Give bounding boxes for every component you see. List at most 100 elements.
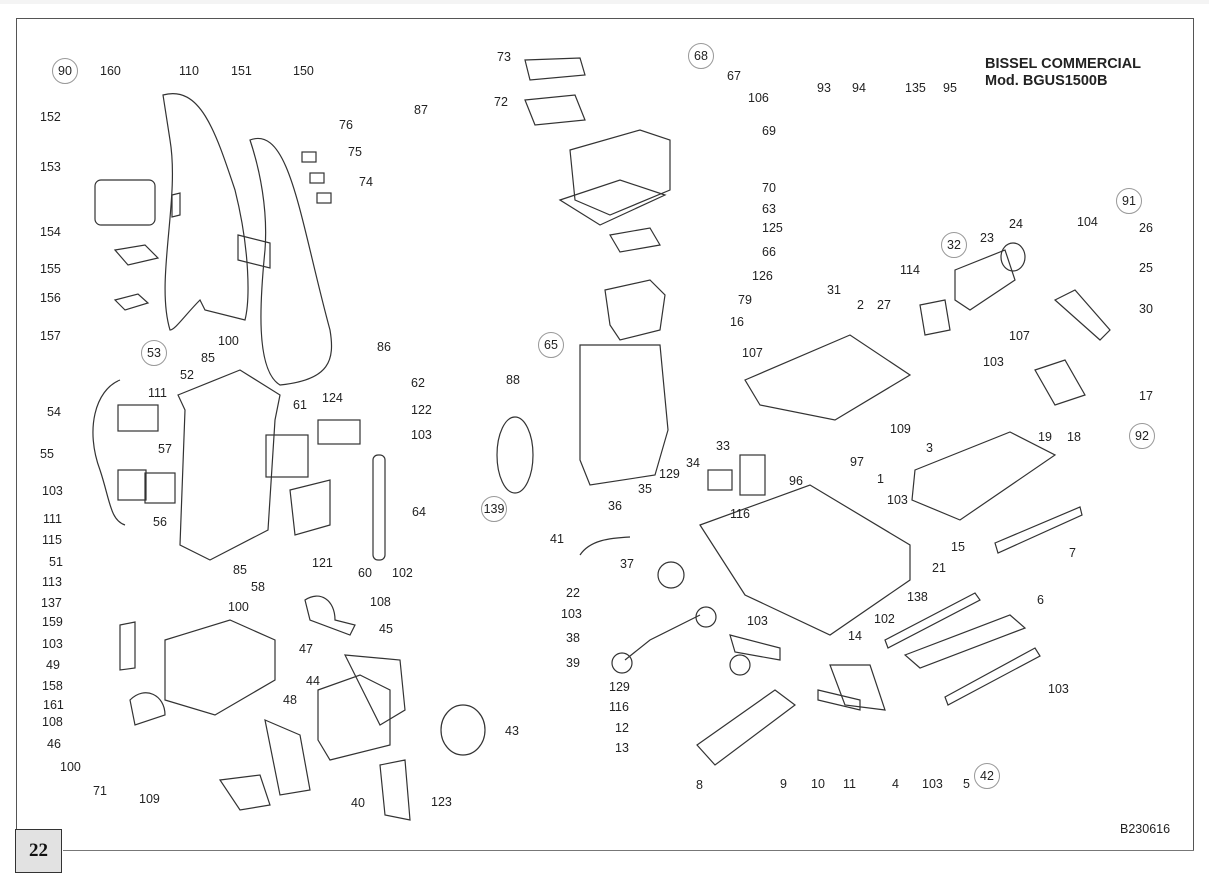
part-label: 115 bbox=[42, 533, 62, 547]
circuit-board-151 bbox=[237, 234, 271, 269]
hose-41 bbox=[579, 536, 631, 556]
part-label: 61 bbox=[293, 398, 307, 412]
part-label: 103 bbox=[1048, 682, 1069, 696]
part-label: 102 bbox=[874, 612, 895, 626]
frame-5 bbox=[903, 614, 1027, 669]
motor-44 bbox=[317, 674, 391, 761]
part-label: 87 bbox=[414, 103, 428, 117]
part-label: 114 bbox=[900, 263, 920, 277]
part-label: 24 bbox=[1009, 217, 1023, 231]
part-label: 11 bbox=[843, 777, 856, 791]
bracket-12 bbox=[729, 634, 781, 661]
part-label: 111 bbox=[148, 386, 168, 400]
part-label: 58 bbox=[251, 580, 265, 594]
part-label: 19 bbox=[1038, 430, 1052, 444]
part-label: 85 bbox=[201, 351, 215, 365]
cover-60 bbox=[289, 479, 331, 536]
wheel-38b bbox=[695, 606, 717, 628]
base-body-52 bbox=[177, 369, 281, 561]
part-label: 76 bbox=[339, 118, 353, 132]
ring-46 bbox=[129, 692, 166, 726]
part-label: 135 bbox=[905, 81, 926, 95]
part-label: 79 bbox=[738, 293, 752, 307]
part-label: 100 bbox=[218, 334, 239, 348]
part-label: 160 bbox=[100, 64, 121, 78]
part-label: 103 bbox=[747, 614, 768, 628]
assembly-group-callout: 139 bbox=[481, 496, 507, 522]
switch-76 bbox=[301, 151, 317, 163]
box-34 bbox=[707, 469, 733, 491]
part-label: 7 bbox=[1069, 546, 1076, 560]
part-label: 31 bbox=[827, 283, 841, 297]
part-label: 25 bbox=[1139, 261, 1153, 275]
part-label: 5 bbox=[963, 777, 970, 791]
assembly-group-callout: 53 bbox=[141, 340, 167, 366]
page-number: 22 bbox=[29, 840, 48, 861]
part-label: 60 bbox=[358, 566, 372, 580]
title-model: Mod. BGUS1500B bbox=[985, 73, 1108, 89]
part-label: 106 bbox=[748, 91, 769, 105]
part-label: 39 bbox=[566, 656, 580, 670]
part-label: 34 bbox=[686, 456, 700, 470]
part-label: 103 bbox=[922, 777, 943, 791]
part-label: 75 bbox=[348, 145, 362, 159]
filter-61 bbox=[265, 434, 309, 478]
part-label: 129 bbox=[609, 680, 630, 694]
squeegee-rear bbox=[944, 647, 1041, 706]
plate-126 bbox=[609, 227, 661, 253]
cover-4 bbox=[829, 664, 886, 711]
part-label: 129 bbox=[659, 467, 680, 481]
part-label: 116 bbox=[609, 700, 629, 714]
part-label: 30 bbox=[1139, 302, 1153, 316]
assembly-group-callout: 42 bbox=[974, 763, 1000, 789]
wheel-39 bbox=[611, 652, 633, 674]
part-label: 44 bbox=[306, 674, 320, 688]
part-label: 55 bbox=[40, 447, 54, 461]
part-label: 116 bbox=[730, 507, 750, 521]
battery-pack bbox=[94, 179, 156, 226]
part-label: 2 bbox=[857, 298, 864, 312]
part-label: 52 bbox=[180, 368, 194, 382]
part-label: 51 bbox=[49, 555, 63, 569]
hose-111 bbox=[92, 379, 126, 526]
part-label: 137 bbox=[41, 596, 62, 610]
part-label: 125 bbox=[762, 221, 783, 235]
part-label: 100 bbox=[228, 600, 249, 614]
part-label: 69 bbox=[762, 124, 776, 138]
valve-62 bbox=[317, 419, 361, 445]
part-label: 1 bbox=[877, 472, 884, 486]
part-label: 157 bbox=[40, 329, 61, 343]
part-label: 33 bbox=[716, 439, 730, 453]
part-label: 57 bbox=[158, 442, 172, 456]
part-label: 47 bbox=[299, 642, 313, 656]
part-label: 9 bbox=[780, 777, 787, 791]
part-label: 72 bbox=[494, 95, 508, 109]
part-label: 93 bbox=[817, 81, 831, 95]
housing-40a bbox=[343, 654, 406, 726]
part-label: 73 bbox=[497, 50, 511, 64]
part-label: 8 bbox=[696, 778, 703, 792]
part-label: 63 bbox=[762, 202, 776, 216]
housing-40c bbox=[218, 774, 271, 811]
drawing-frame bbox=[16, 18, 1194, 850]
part-label: 108 bbox=[370, 595, 391, 609]
part-label: 4 bbox=[892, 777, 899, 791]
assembly-group-callout: 65 bbox=[538, 332, 564, 358]
part-label: 94 bbox=[852, 81, 866, 95]
part-label: 102 bbox=[392, 566, 413, 580]
part-label: 56 bbox=[153, 515, 167, 529]
part-label: 16 bbox=[730, 315, 744, 329]
part-label: 103 bbox=[411, 428, 432, 442]
title-brand: BISSEL COMMERCIAL bbox=[985, 56, 1142, 72]
tank-47 bbox=[164, 619, 276, 716]
part-label: 107 bbox=[742, 346, 763, 360]
part-label: 154 bbox=[40, 225, 61, 239]
plate-92 bbox=[1034, 359, 1086, 406]
part-label: 66 bbox=[762, 245, 776, 259]
plate-154 bbox=[113, 244, 160, 266]
handle-front-cover bbox=[249, 137, 333, 386]
part-label: 3 bbox=[926, 441, 933, 455]
bearing-13 bbox=[729, 654, 751, 676]
part-label: 150 bbox=[293, 64, 314, 78]
